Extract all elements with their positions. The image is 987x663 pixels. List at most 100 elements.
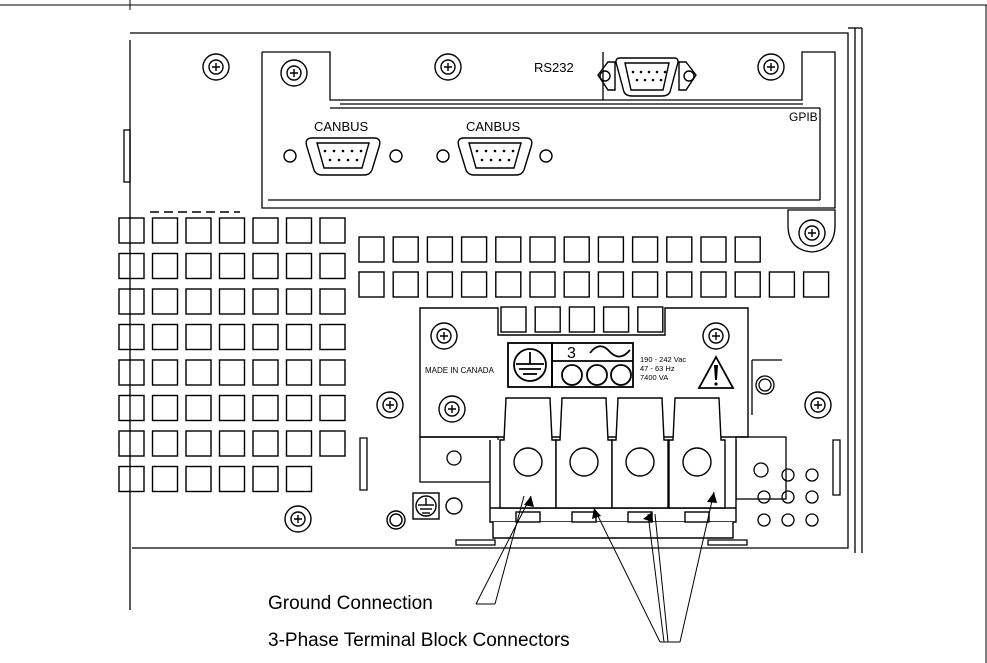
vent-hole	[700, 271, 727, 298]
vent-hole	[151, 323, 179, 351]
made-in-label: MADE IN CANADA	[425, 366, 495, 375]
vent-hole	[285, 323, 313, 351]
vent-hole	[252, 465, 279, 493]
canbus-left-label: CANBUS	[314, 119, 369, 134]
voltage-rating: 190 - 242 Vac	[640, 355, 686, 364]
screw-icon	[280, 59, 308, 87]
vent-hole	[185, 465, 212, 493]
vent-hole	[151, 430, 179, 457]
vent-hole	[151, 288, 179, 315]
vent-hole	[460, 271, 488, 298]
vent-hole	[597, 271, 625, 298]
vent-hole	[252, 359, 279, 386]
vent-hole	[118, 430, 145, 457]
vent-hole	[118, 359, 145, 386]
pin-dots	[475, 149, 515, 162]
vent-hole	[563, 271, 590, 298]
vent-hole	[319, 394, 346, 422]
vent-hole	[185, 394, 212, 422]
vent-hole	[602, 306, 630, 333]
vent-hole	[319, 217, 346, 244]
vent-hole	[118, 288, 145, 315]
vent-hole	[700, 236, 727, 263]
vent-hole	[185, 430, 212, 457]
terminal-connectors[interactable]	[499, 397, 726, 523]
vent-hole	[218, 252, 246, 280]
vent-hole	[666, 271, 693, 298]
vent-hole	[529, 271, 556, 298]
vent-hole	[460, 236, 488, 263]
rs232-port[interactable]	[597, 57, 697, 97]
pin-dots	[631, 70, 667, 82]
vent-hole	[151, 394, 179, 422]
ground-stud-symbol-icon	[412, 492, 440, 520]
vent-hole	[568, 306, 596, 333]
ground-stud[interactable]	[386, 497, 463, 530]
canbus-right-port[interactable]	[436, 137, 553, 176]
chassis-outline	[123, 27, 863, 610]
terminal-connector[interactable]	[668, 397, 726, 523]
vent-hole	[185, 252, 212, 280]
vent-hole	[319, 359, 346, 386]
terminal-leader-lines	[593, 491, 715, 643]
vent-hole	[285, 359, 313, 386]
vent-hole	[500, 306, 527, 333]
vent-hole	[597, 236, 625, 263]
vent-hole	[637, 306, 664, 333]
vent-hole	[802, 271, 830, 298]
vent-hole	[252, 217, 279, 244]
screw-icon	[798, 219, 826, 247]
vent-hole	[563, 236, 590, 263]
screw-icon	[284, 322, 832, 533]
comm-card	[261, 51, 836, 209]
vent-hole	[252, 430, 279, 457]
bracket	[787, 209, 836, 253]
vent-hole	[631, 236, 659, 263]
vent-hole	[534, 306, 561, 333]
terminal-connector[interactable]	[611, 397, 669, 523]
vent-hole	[285, 252, 313, 280]
canbus-left-port[interactable]	[283, 137, 403, 176]
screw-icon	[202, 53, 785, 81]
vent-hole	[252, 394, 279, 422]
vent-hole	[358, 236, 385, 263]
vent-hole	[118, 217, 145, 244]
vent-hole	[285, 465, 313, 493]
terminal-connector[interactable]	[555, 397, 613, 523]
vent-hole	[218, 323, 246, 351]
vent-hole	[631, 271, 659, 298]
vent-hole	[285, 394, 313, 422]
vent-hole	[319, 252, 346, 280]
vent-hole	[426, 271, 454, 298]
ground-connection-callout: Ground Connection	[268, 593, 433, 614]
pin-dots	[323, 149, 363, 162]
vent-hole	[118, 465, 145, 493]
vent-hole	[185, 288, 212, 315]
warning-triangle-icon	[697, 355, 735, 389]
vent-hole	[252, 288, 279, 315]
vent-hole	[495, 236, 522, 263]
ventilation-grid-center	[358, 236, 830, 333]
vent-hole	[319, 288, 346, 315]
vent-hole	[185, 217, 212, 244]
vent-hole	[118, 323, 145, 351]
vent-hole	[319, 430, 346, 457]
vent-hole	[151, 359, 179, 386]
vent-hole	[218, 394, 246, 422]
terminal-connector[interactable]	[499, 397, 557, 523]
vent-hole	[285, 217, 313, 244]
vent-hole	[185, 323, 212, 351]
vent-hole	[218, 217, 246, 244]
canbus-right-label: CANBUS	[466, 119, 521, 134]
phase-count-label: 3	[567, 345, 576, 362]
vent-hole	[218, 430, 246, 457]
frequency-rating: 47 - 63 Hz	[640, 364, 675, 373]
ground-leader-lines	[475, 495, 532, 605]
vent-hole	[185, 359, 212, 386]
vent-hole	[734, 236, 761, 263]
vent-hole	[252, 252, 279, 280]
vent-hole	[285, 430, 313, 457]
terminal-block-callout: 3-Phase Terminal Block Connectors	[268, 630, 570, 651]
